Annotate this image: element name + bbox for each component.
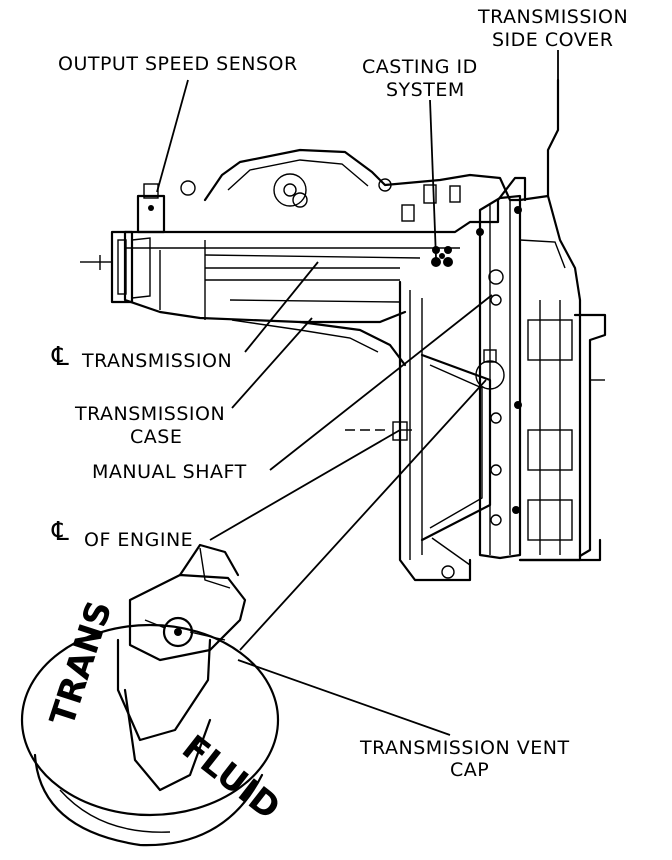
leader-cl-transmission bbox=[244, 261, 319, 353]
output-speed-sensor bbox=[136, 183, 166, 234]
vent-cap-illustration: TRANS FLUID bbox=[20, 543, 287, 847]
callout-labels: TRANSMISSION SIDE COVER OUTPUT SPEED SEN… bbox=[51, 6, 628, 781]
output-shaft-end bbox=[96, 230, 151, 304]
label-casting-id-line1: CASTING ID bbox=[362, 56, 478, 78]
label-casting-id-line2: SYSTEM bbox=[386, 79, 465, 101]
transmission-case-body bbox=[123, 176, 527, 234]
casting-id-marks bbox=[431, 246, 453, 267]
leader-lines bbox=[156, 50, 559, 736]
centerline-symbol-transmission: ℄ bbox=[51, 342, 69, 372]
case-belly bbox=[298, 320, 407, 367]
upper-housing bbox=[203, 148, 522, 202]
transmission-assembly bbox=[80, 78, 607, 582]
leader-cl-engine bbox=[209, 429, 401, 541]
valve-body bbox=[518, 78, 607, 562]
leader-output-speed-sensor bbox=[156, 79, 189, 193]
label-side-cover-line1: TRANSMISSION bbox=[477, 6, 628, 28]
label-cl-engine: OF ENGINE bbox=[84, 529, 193, 551]
label-cl-transmission: TRANSMISSION bbox=[81, 350, 232, 372]
label-vent-cap-line1: TRANSMISSION VENT bbox=[359, 737, 570, 759]
label-manual-shaft: MANUAL SHAFT bbox=[92, 461, 247, 483]
cap-text-trans: TRANS bbox=[43, 596, 121, 731]
side-cover bbox=[475, 194, 522, 560]
label-vent-cap-line2: CAP bbox=[450, 759, 489, 781]
label-transmission-case-line1: TRANSMISSION bbox=[74, 403, 225, 425]
leader-casting-id bbox=[429, 99, 437, 259]
cap-text-fluid: FLUID bbox=[174, 728, 287, 829]
bell-housing bbox=[392, 280, 492, 582]
label-output-speed-sensor: OUTPUT SPEED SENSOR bbox=[58, 53, 298, 75]
label-transmission-case-line2: CASE bbox=[130, 426, 182, 448]
leader-vent-cap-lower bbox=[237, 659, 451, 736]
centerline-symbol-engine: ℄ bbox=[51, 517, 69, 547]
leader-manual-shaft bbox=[269, 294, 493, 471]
leader-vent-cap-upper bbox=[239, 379, 487, 651]
label-side-cover-line2: SIDE COVER bbox=[492, 29, 613, 51]
leader-transmission-case bbox=[231, 317, 313, 409]
